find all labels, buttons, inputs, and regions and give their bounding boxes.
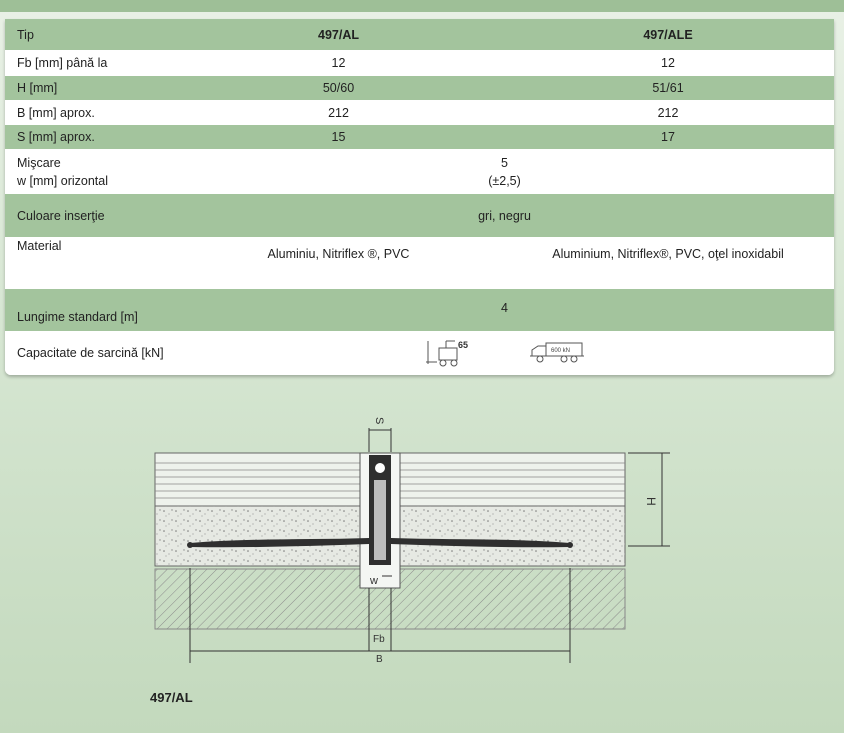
w-label: w: [369, 575, 378, 587]
capacitate-label: Capacitate de sarcină [kN]: [17, 346, 164, 360]
culoare-label: Culoare inserţie: [17, 208, 105, 223]
s-label: S: [373, 417, 385, 424]
row-value: 51/61: [652, 81, 684, 95]
culoare-row: Culoare inserţie gri, negru: [5, 194, 834, 237]
row-value: 212: [328, 105, 349, 120]
material-value-497al: Aluminiu, Nitriflex ®, PVC: [267, 247, 410, 261]
b-label: B: [376, 654, 383, 665]
material-value-497ale: Aluminium, Nitriflex®, PVC, oţel inoxida…: [552, 247, 784, 261]
top-band: [0, 0, 844, 12]
drawing-caption: 497/AL: [150, 690, 193, 705]
forklift-icon: 65: [425, 340, 468, 367]
table-row: H [mm] 50/60 51/61: [5, 76, 834, 100]
miscare-label-line2: w [mm] orizontal: [17, 173, 108, 188]
b-dimension: [189, 568, 571, 663]
header-label: Tip: [17, 27, 34, 42]
miscare-value-line2: (±2,5): [488, 173, 521, 188]
material-label: Material: [17, 239, 62, 253]
row-value: 50/60: [322, 81, 355, 95]
s-dimension: [368, 428, 392, 452]
h-dimension: [628, 452, 670, 547]
row-value: 15: [331, 130, 346, 144]
table-row: Fb [mm] până la 12 12: [5, 50, 834, 76]
row-value: 12: [661, 56, 675, 70]
row-value: 12: [331, 56, 346, 70]
table-row: S [mm] aprox. 15 17: [5, 125, 834, 149]
culoare-value: gri, negru: [478, 208, 531, 223]
header-row: Tip 497/AL 497/ALE: [5, 19, 834, 50]
lungime-value: 4: [501, 301, 508, 315]
row-label: S [mm] aprox.: [17, 130, 95, 144]
row-label: Fb [mm] până la: [17, 56, 108, 70]
miscare-value: 5 (±2,5): [175, 154, 834, 190]
miscare-row: Mişcare w [mm] orizontal 5 (±2,5): [5, 149, 834, 194]
capacitate-row: Capacitate de sarcină [kN] 65: [5, 331, 834, 375]
row-label: B [mm] aprox.: [17, 105, 95, 120]
spec-table: Tip 497/AL 497/ALE Fb [mm] până la 12 12…: [5, 19, 834, 375]
header-col-497al: 497/AL: [318, 27, 359, 42]
truck-value: 600 kN: [551, 348, 570, 354]
lungime-label: Lungime standard [m]: [17, 310, 138, 324]
miscare-label-line1: Mişcare: [17, 155, 61, 170]
row-label: H [mm]: [17, 81, 58, 95]
profile-drawing: S H w Fb B: [154, 417, 670, 665]
miscare-label: Mişcare w [mm] orizontal: [5, 154, 175, 190]
row-value: 212: [657, 105, 679, 120]
row-value: 17: [661, 130, 675, 144]
fb-label: Fb: [373, 634, 385, 645]
truck-icon: 600 kN: [529, 342, 584, 363]
joint-profile: [187, 455, 573, 565]
material-row: Material Aluminiu, Nitriflex ®, PVC Alum…: [5, 237, 834, 289]
lungime-row: Lungime standard [m] 4: [5, 289, 834, 331]
miscare-value-line1: 5: [501, 155, 508, 170]
table-row: B [mm] aprox. 212 212: [5, 100, 834, 125]
header-col-497ale: 497/ALE: [643, 27, 693, 42]
h-label: H: [644, 497, 658, 506]
capacitate-icons: 65 600 kN: [175, 338, 834, 368]
forklift-value: 65: [458, 340, 468, 350]
